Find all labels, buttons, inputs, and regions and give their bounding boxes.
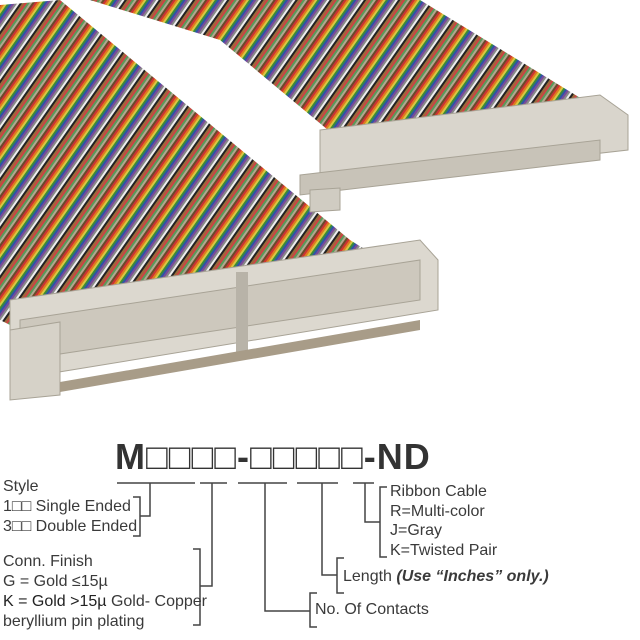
contacts-length-boxes: □□□□□	[249, 436, 364, 477]
ribbon-cable-lower	[0, 0, 430, 330]
style-title: Style	[3, 478, 39, 495]
cable-multicolor: R=Multi-color	[390, 503, 485, 520]
part-suffix: -ND	[363, 436, 431, 477]
cable-twisted-pair: K=Twisted Pair	[390, 542, 498, 559]
contacts-label: No. Of Contacts	[315, 601, 429, 618]
length-note: (Use “Inches” only.)	[396, 568, 549, 585]
finish-gold-g: G = Gold ≤15µ	[3, 573, 108, 590]
cable-gray: J=Gray	[390, 522, 443, 539]
finish-title: Conn. Finish	[3, 553, 93, 570]
style-double-ended: 3□□ Double Ended	[3, 518, 138, 535]
ribbon-cable-assembly-photo	[0, 0, 629, 401]
cable-title: Ribbon Cable	[390, 483, 487, 500]
length-label: Length (Use “Inches” only.)	[343, 567, 549, 587]
connector-upper	[299, 94, 629, 213]
connector-lower	[9, 239, 439, 401]
ribbon-cable-upper	[90, 0, 600, 140]
length-text: Length	[343, 568, 397, 585]
part-number-template: M□□□□-□□□□□-ND	[115, 436, 431, 478]
part-number-callout-lines	[117, 482, 387, 628]
finish-k-desc: Gold- Copper	[106, 593, 208, 610]
separator: -	[236, 436, 250, 477]
style-finish-boxes: □□□□	[146, 436, 237, 477]
style-single-ended: 1□□ Single Ended	[3, 498, 131, 515]
finish-k-desc-line2: beryllium pin plating	[3, 613, 145, 630]
finish-gold-k: K = Gold >15µ Gold- Copper	[3, 592, 207, 612]
finish-k-code: K = Gold >15µ	[3, 593, 107, 610]
part-prefix: M	[115, 436, 146, 477]
